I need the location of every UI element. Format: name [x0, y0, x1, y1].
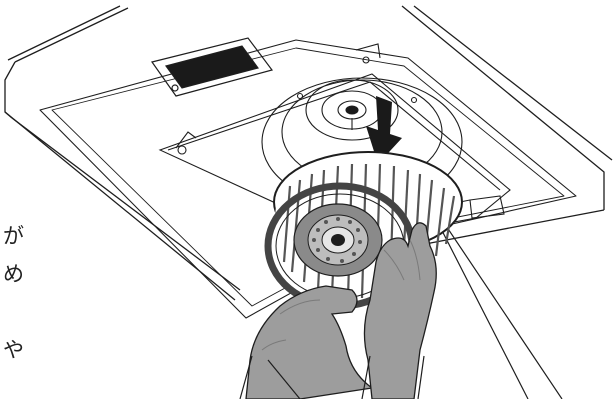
vent-opening [152, 38, 272, 96]
cropped-caption-char-2: め [0, 264, 24, 285]
left-gloved-hand [240, 286, 372, 399]
cropped-caption-char-1: が [0, 226, 24, 247]
cropped-caption-char-3: や [0, 340, 24, 361]
